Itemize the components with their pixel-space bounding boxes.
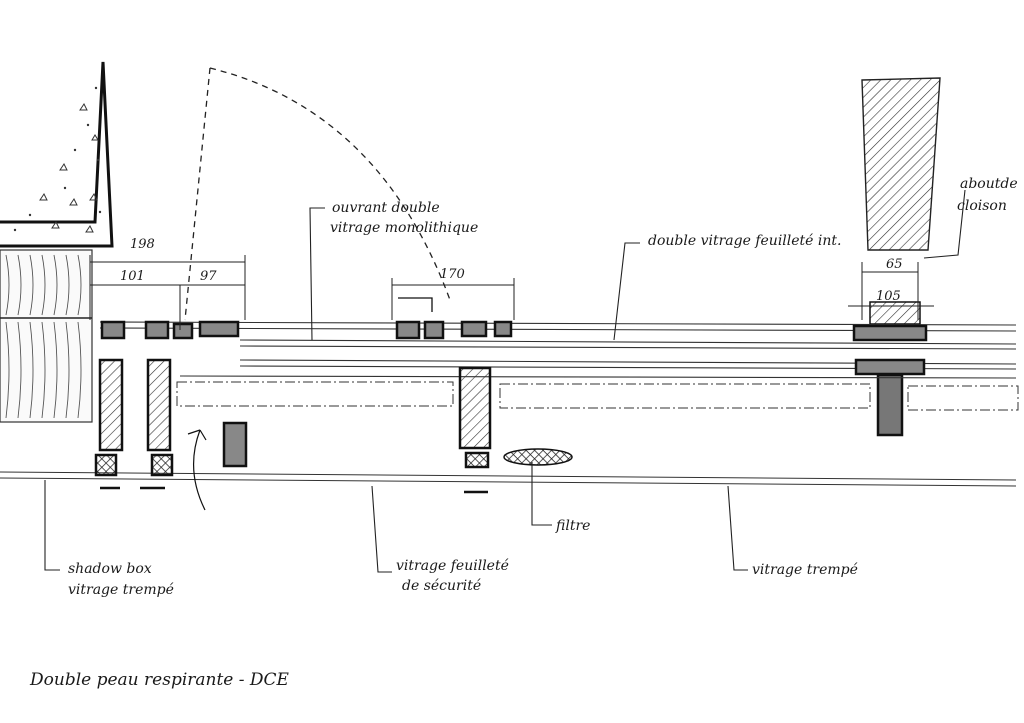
label-filtre: filtre	[555, 518, 590, 534]
concrete-wall	[0, 61, 114, 423]
dim-65: 65	[886, 257, 903, 272]
label-feuillete-1: vitrage feuilleté	[396, 558, 509, 574]
label-feuillete-2: de sécurité	[402, 578, 481, 594]
dim-101: 101	[120, 269, 145, 284]
filter-element	[503, 448, 573, 466]
label-shadow-box-1: shadow box	[68, 561, 152, 577]
label-ouvrant-2: vitrage monolithique	[330, 220, 478, 236]
label-double-vitrage: double vitrage feuilleté int.	[648, 233, 841, 249]
ceiling-void-outlines	[176, 381, 1019, 411]
label-about-1: aboutde	[960, 176, 1018, 192]
drawing-title: Double peau respirante - DCE	[29, 670, 290, 690]
dim-97: 97	[200, 269, 217, 284]
label-ouvrant-1: ouvrant double	[332, 200, 440, 216]
dim-170: 170	[440, 267, 465, 282]
leader-lines	[44, 189, 966, 573]
dim-198: 198	[130, 237, 155, 252]
mullion-middle	[395, 297, 513, 494]
dim-105: 105	[876, 289, 901, 304]
mullion-left	[94, 320, 248, 511]
label-about-2: cloison	[957, 198, 1007, 214]
door-swing-arc	[184, 67, 451, 321]
label-shadow-box-2: vitrage trempé	[68, 582, 174, 598]
dimension-lines	[89, 255, 934, 330]
mullion-right	[852, 324, 928, 376]
labels: ouvrant double vitrage monolithique doub…	[29, 176, 1018, 690]
label-vitrage-trempe: vitrage trempé	[752, 562, 858, 578]
